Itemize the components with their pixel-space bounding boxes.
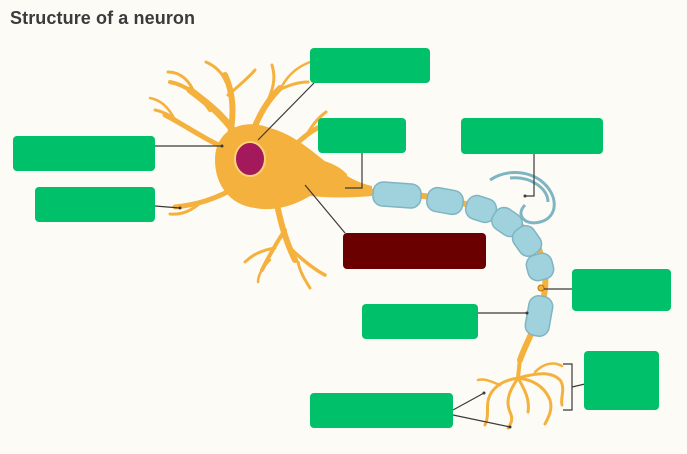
label-box-center-upper[interactable] (318, 118, 406, 153)
schwann-cell (489, 171, 556, 225)
leader-lines (154, 82, 586, 428)
label-box-left-upper[interactable] (13, 136, 155, 171)
label-box-center-lower[interactable] (362, 304, 478, 339)
label-box-center-selected[interactable] (343, 233, 486, 269)
leader-dots (178, 144, 529, 429)
myelin-sheath (372, 181, 555, 337)
lower-dendrites (168, 182, 327, 290)
label-box-left-lower[interactable] (35, 187, 155, 222)
node-marker (537, 284, 545, 292)
dendrites (148, 60, 347, 177)
label-box-right-lower[interactable] (584, 351, 659, 410)
nucleus (234, 141, 266, 177)
label-box-bottom-left[interactable] (310, 393, 453, 428)
label-box-right-upper[interactable] (461, 118, 603, 154)
page-title: Structure of a neuron (10, 8, 196, 28)
axon-terminals (476, 356, 565, 430)
label-box-right-middle[interactable] (572, 269, 671, 311)
label-box-top-center[interactable] (310, 48, 430, 83)
